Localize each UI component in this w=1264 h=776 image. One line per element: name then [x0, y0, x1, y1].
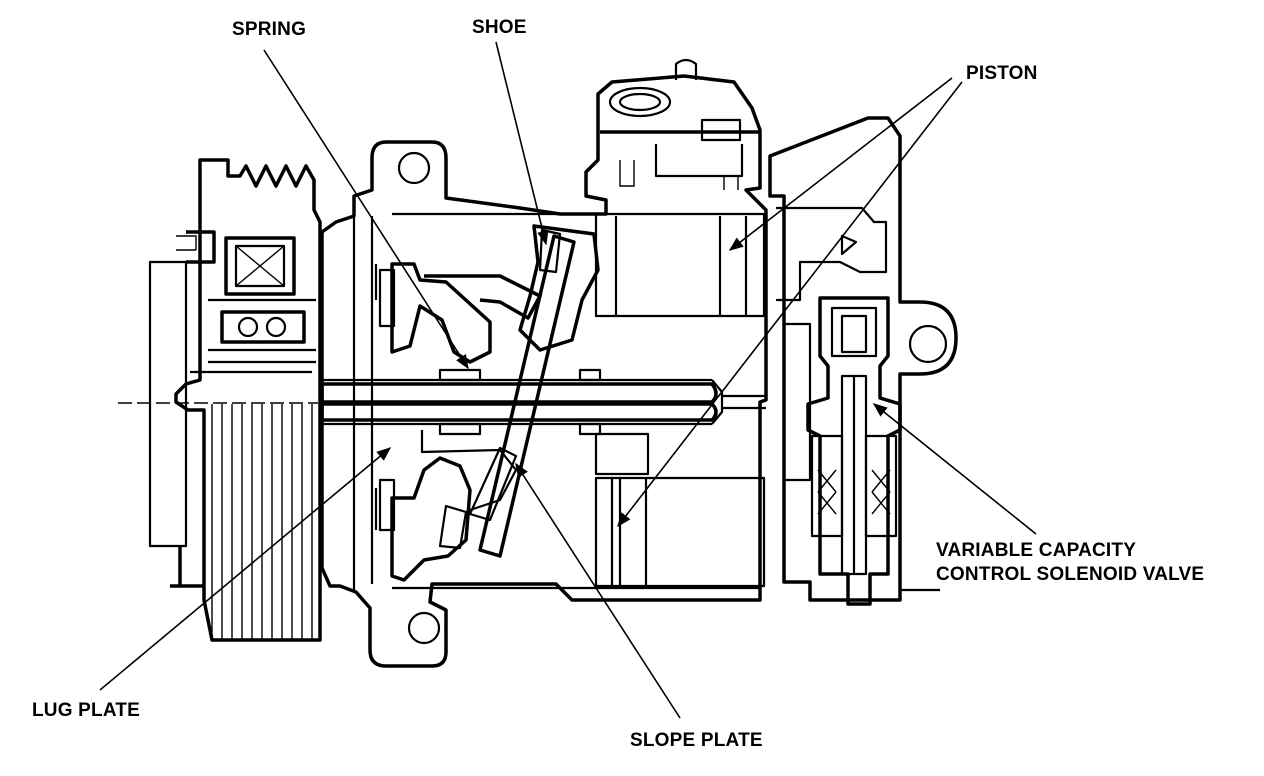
- lug-plate-leader: [99, 447, 392, 691]
- piston-lower-leader: [617, 81, 963, 528]
- label-piston: PISTON: [966, 63, 1038, 84]
- label-variable-capacity-line2: CONTROL SOLENOID VALVE: [936, 564, 1204, 585]
- slope-plate-leader: [515, 462, 681, 719]
- rear-head: [768, 116, 958, 602]
- lug-plate-mechanism: [374, 262, 542, 582]
- pulley-grooves: [211, 404, 313, 640]
- solenoid-valve: [806, 296, 940, 606]
- drive-shaft: [320, 368, 766, 436]
- pulley-bearing: [220, 310, 306, 344]
- label-variable-capacity-line1: VARIABLE CAPACITY: [936, 540, 1136, 561]
- piston-upper-leader: [728, 77, 953, 251]
- label-slope-plate: SLOPE PLATE: [630, 730, 763, 751]
- pulley: [148, 158, 322, 642]
- solenoid-valve-leader: [872, 403, 1037, 535]
- shoe-leader: [495, 41, 549, 246]
- slope-plate: [438, 224, 600, 558]
- label-spring: SPRING: [232, 19, 306, 40]
- cylinder-block: [594, 212, 766, 588]
- top-fitting: [600, 58, 760, 190]
- label-shoe: SHOE: [472, 17, 527, 38]
- front-housing: [320, 74, 768, 668]
- leader-lines: [99, 41, 1037, 719]
- clutch-coil: [224, 236, 296, 296]
- label-lug-plate: LUG PLATE: [32, 700, 140, 721]
- spring-leader: [263, 49, 469, 370]
